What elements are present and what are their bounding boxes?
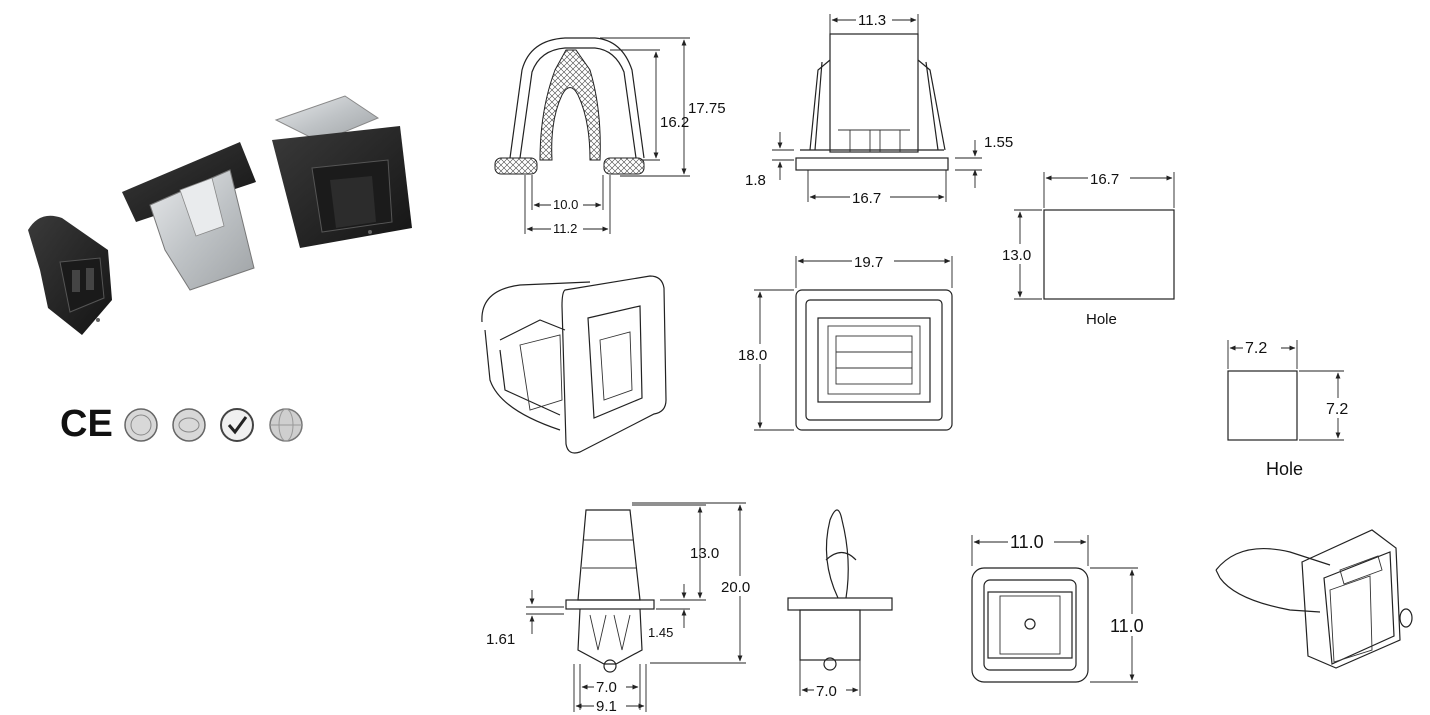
hole2-label: Hole (1266, 459, 1303, 479)
view-side-elevation: 11.3 1.55 1.8 16.7 (745, 12, 1013, 207)
view-small-square: 11.0 11.0 (971, 531, 1154, 683)
dim-stud-width: 7.0 (816, 683, 837, 700)
dim-inner-width-b: 7.0 (596, 679, 617, 696)
dim-front-height: 18.0 (738, 347, 767, 364)
dim-inner-height: 16.2 (660, 114, 689, 131)
dim-hole2-width: 7.2 (1245, 340, 1267, 357)
dim-left-step: 1.8 (745, 172, 766, 189)
dim-total-height: 20.0 (721, 579, 750, 596)
product-photo-metal-clip (122, 142, 256, 291)
hole1-label: Hole (1086, 311, 1117, 328)
view-cross-section: 17.75 16.2 10.0 11.2 (494, 37, 726, 236)
product-photo-square-clip (272, 95, 412, 248)
iso-logo (172, 408, 206, 442)
dim-outer-height: 17.75 (688, 100, 726, 117)
quality-check-logo (220, 408, 254, 442)
dim-base-width: 16.7 (852, 190, 881, 207)
dim-outer-width: 11.2 (553, 221, 577, 236)
dim-upper-height: 13.0 (690, 545, 719, 562)
ce-mark: CE (60, 403, 113, 445)
view-isometric-clip (481, 275, 667, 454)
dim-top-width: 11.3 (858, 12, 886, 29)
dim-small-height: 11.0 (1110, 616, 1144, 636)
dim-inner-width: 10.0 (553, 197, 578, 212)
dim-small-width: 11.0 (1010, 532, 1044, 552)
dim-hole2-height: 7.2 (1326, 401, 1348, 418)
dim-right-step: 1.55 (984, 134, 1013, 151)
dim-left-step-b: 1.61 (486, 631, 515, 648)
view-front-square: 19.7 18.0 (736, 252, 953, 431)
globe-logo (269, 408, 303, 442)
dim-hole1-width: 16.7 (1090, 171, 1119, 188)
iso9001-logo (124, 408, 158, 442)
view-hole-square: 7.2 7.2 Hole (1227, 338, 1360, 479)
view-stud-elevation: 13.0 20.0 1.61 1.45 7.0 9.1 (486, 502, 761, 715)
view-stud-side: 7.0 (787, 509, 893, 700)
dim-hole1-height: 13.0 (1002, 247, 1031, 264)
view-hole-rectangular: 16.7 13.0 Hole (1000, 170, 1175, 328)
product-photo-small-clip (28, 215, 112, 335)
dim-outer-width-b: 9.1 (596, 698, 617, 715)
dim-front-width: 19.7 (854, 254, 883, 271)
certification-logos: CE (60, 403, 303, 445)
product-photo-group (28, 95, 412, 335)
view-isometric-small-clip (1215, 529, 1413, 669)
dim-right-step-b: 1.45 (648, 625, 673, 640)
